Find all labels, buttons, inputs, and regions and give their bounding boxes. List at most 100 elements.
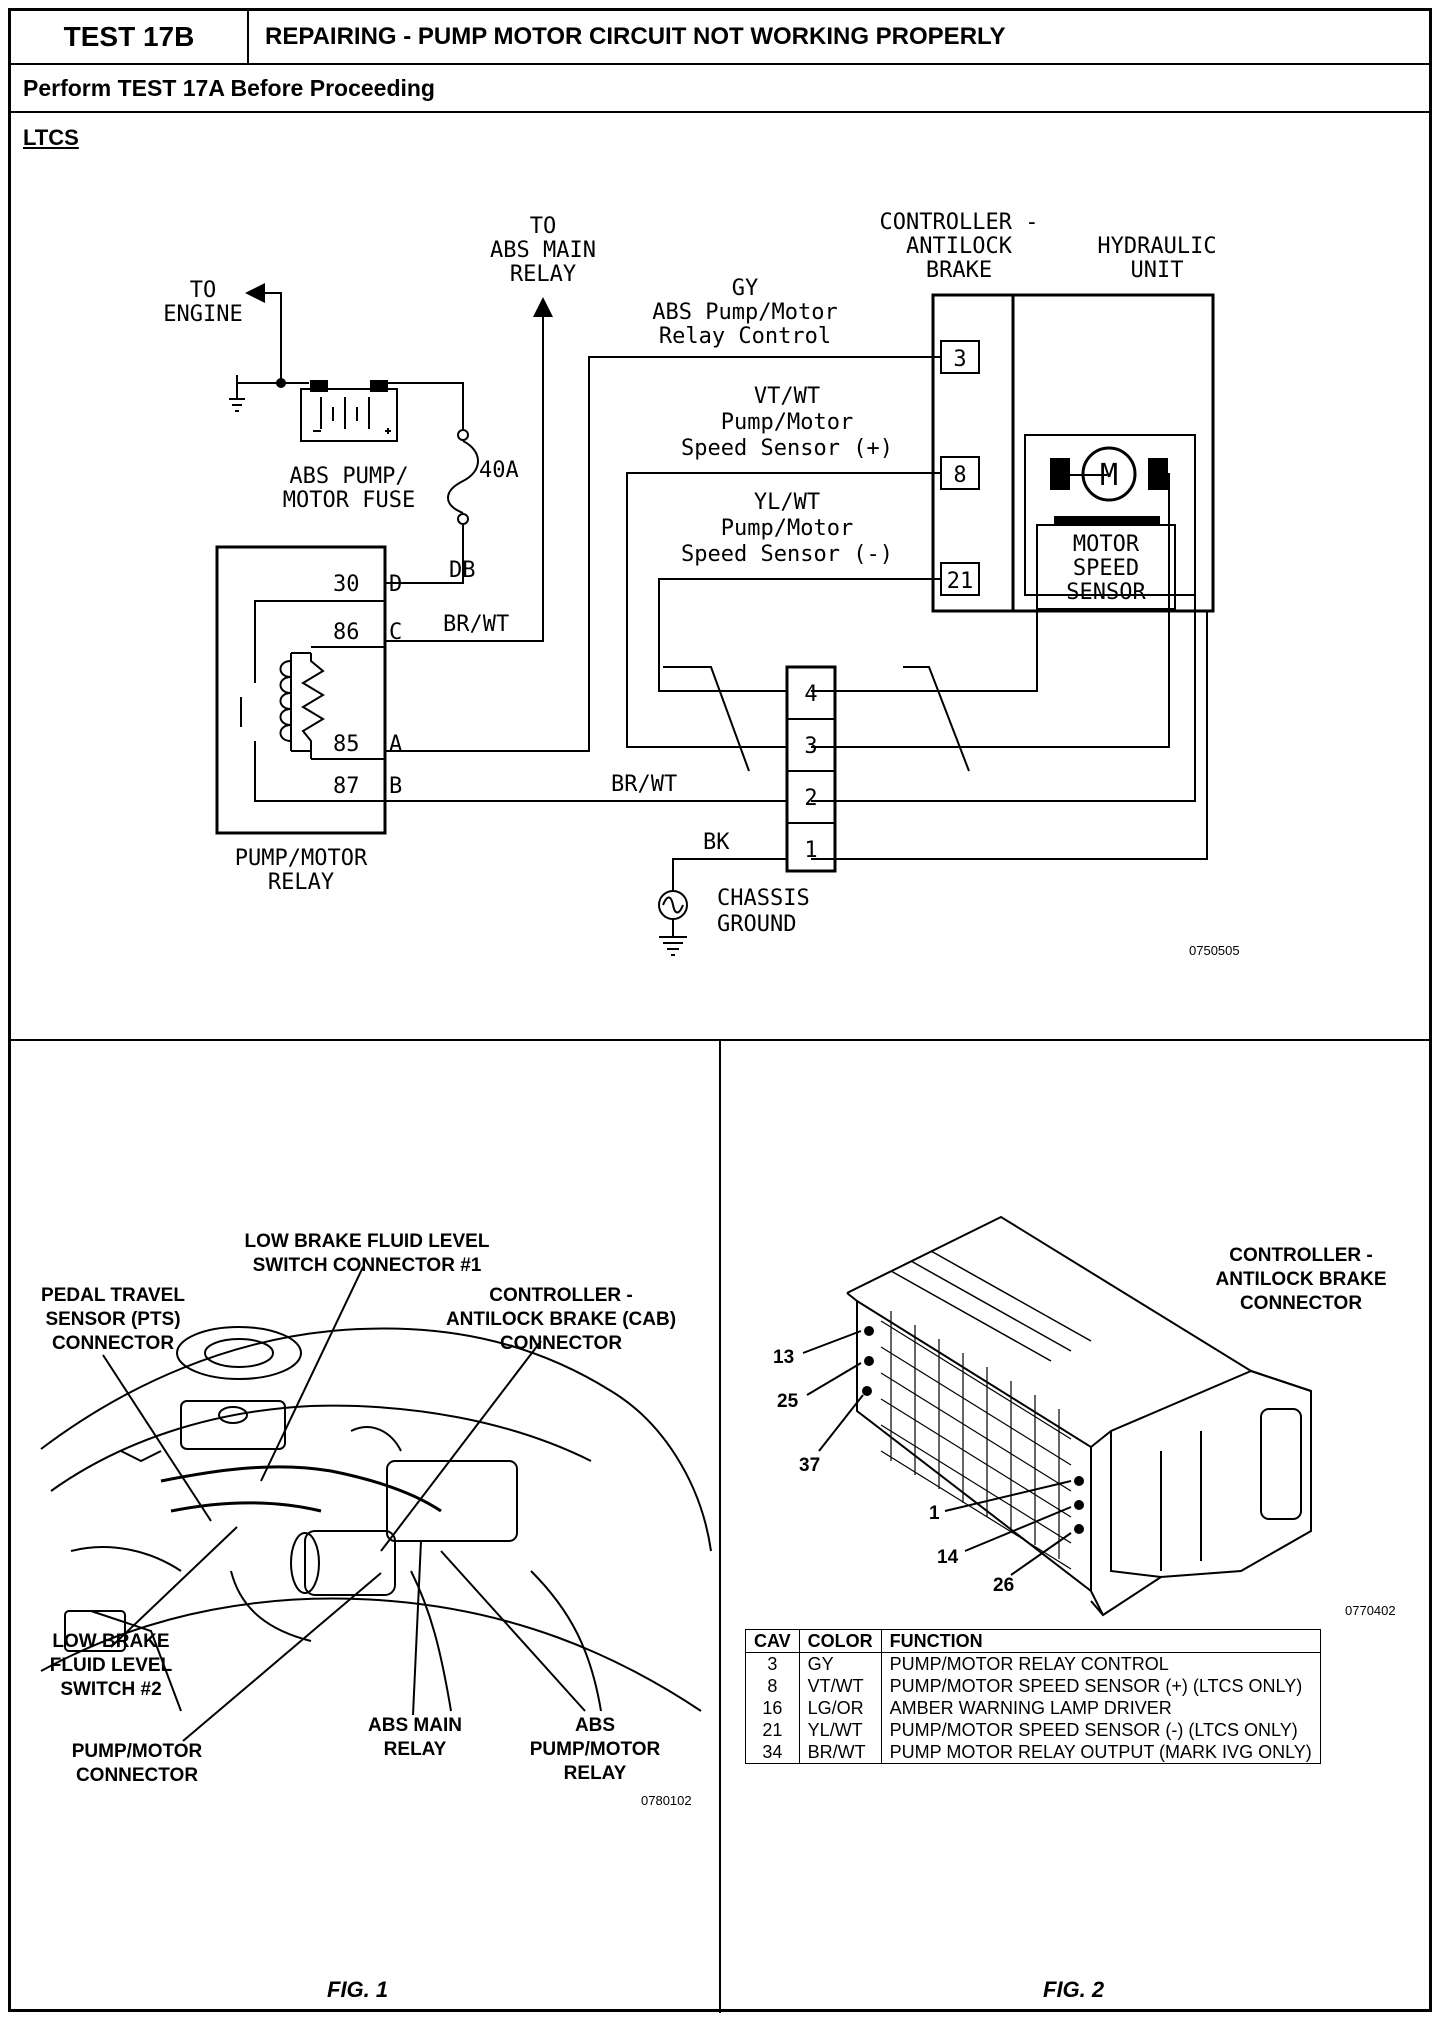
controller-label-line3: BRAKE <box>926 258 992 283</box>
wire-gy-line2: ABS Pump/Motor <box>652 300 837 325</box>
to-abs-main-line2: ABS MAIN <box>490 238 596 263</box>
wire-sensor-pin4 <box>811 609 1038 692</box>
fuse-label-line2: MOTOR FUSE <box>283 488 415 513</box>
pin-label-26: 26 <box>993 1575 1014 1596</box>
cav-header: CAV <box>745 1629 800 1653</box>
diagram-canvas: TO ENGINE <box>40 210 1396 1808</box>
svg-text:2: 2 <box>804 786 817 811</box>
controller-label-line2: ANTILOCK <box>906 234 1013 259</box>
wire-gy <box>385 356 941 752</box>
wire-motor-pin3 <box>811 473 1170 748</box>
relay-internal-wiring <box>240 600 385 802</box>
to-engine-label: TO ENGINE <box>163 278 242 327</box>
mss-line1: MOTOR <box>1073 532 1140 557</box>
to-abs-main-line1: TO <box>530 214 557 239</box>
cab-pin-8: 8 <box>940 456 980 490</box>
relay-coil-icon <box>279 652 325 759</box>
label-abs-main-line2: RELAY <box>384 1739 447 1760</box>
pin-label-13: 13 <box>773 1347 794 1368</box>
pin-label-1: 1 <box>929 1503 940 1524</box>
to-abs-main-line3: RELAY <box>510 262 576 287</box>
fig2-connector-illustration: CONTROLLER - ANTILOCK BRAKE CONNECTOR 13… <box>773 1215 1396 1618</box>
wire-gy-line1: GY <box>732 276 759 301</box>
fig2-code: 0770402 <box>1345 1603 1396 1618</box>
color-cell: VT/WT <box>798 1675 882 1697</box>
speed-sensor-bar <box>1054 516 1160 526</box>
fuse-label-line1: ABS PUMP/ <box>289 464 408 489</box>
color-header: COLOR <box>798 1629 882 1653</box>
label-low-brake-1-line2: SWITCH CONNECTOR #1 <box>253 1255 482 1276</box>
schematic-figure-code: 0750505 <box>1189 943 1240 958</box>
fig2-title-line1: CONTROLLER - <box>1229 1245 1373 1266</box>
test-id: TEST 17B <box>11 11 249 63</box>
fig1-engine-bay-illustration: LOW BRAKE FLUID LEVEL SWITCH CONNECTOR #… <box>40 1231 712 1808</box>
fig1-leader-lines <box>102 1266 586 1742</box>
relay-term-87: 87 <box>333 774 360 799</box>
subheader-bar: Perform TEST 17A Before Proceeding <box>11 63 1429 113</box>
relay-term-B: B <box>389 774 402 799</box>
wire-brwt-86 <box>385 297 553 642</box>
fig2-title-line3: CONNECTOR <box>1240 1293 1362 1314</box>
color-cell: YL/WT <box>798 1719 882 1741</box>
motor-speed-sensor-box <box>1036 524 1176 610</box>
cab-hcu-box <box>931 293 1215 613</box>
battery-ground-icon <box>229 375 245 412</box>
pump-motor-icon <box>304 1530 396 1596</box>
svg-text:3: 3 <box>804 734 817 759</box>
color-cell: BR/WT <box>798 1741 882 1764</box>
function-cell: PUMP/MOTOR RELAY CONTROL <box>880 1652 1321 1675</box>
wire-bk <box>672 858 787 891</box>
label-pts-line3: CONNECTOR <box>52 1333 174 1354</box>
pump-motor-relay-box <box>215 545 387 835</box>
pin-label-37: 37 <box>799 1455 820 1476</box>
svg-text:1: 1 <box>804 838 817 863</box>
pump-motor-connector: 4 3 2 1 <box>785 665 837 873</box>
relay-term-C: C <box>389 620 402 645</box>
fig2-title-line2: ANTILOCK BRAKE <box>1216 1269 1387 1290</box>
function-cell: PUMP/MOTOR SPEED SENSOR (+) (LTCS ONLY) <box>880 1675 1321 1697</box>
relay-term-86: 86 <box>333 620 360 645</box>
pin-label-14: 14 <box>937 1547 959 1568</box>
chassis-ground-icon <box>658 890 688 956</box>
svg-text:M: M <box>1100 458 1118 493</box>
label-low-brake-2-line2: FLUID LEVEL <box>50 1655 173 1676</box>
to-engine-line1: TO <box>190 278 217 303</box>
to-engine-wire <box>245 283 282 383</box>
wire-ylwt-line3: Speed Sensor (-) <box>681 542 893 567</box>
relay-label-line2: RELAY <box>268 870 334 895</box>
wiring-schematic: TO ENGINE <box>163 210 1239 958</box>
wire-db-label: DB <box>449 558 476 583</box>
fig2-caption: FIG. 2 <box>1043 1977 1105 2002</box>
label-low-brake-2-line3: SWITCH #2 <box>60 1679 161 1700</box>
svg-text:4: 4 <box>804 682 817 707</box>
label-low-brake-2-line1: LOW BRAKE <box>52 1631 169 1652</box>
hcu-label-line1: HYDRAULIC <box>1097 234 1216 259</box>
battery-icon <box>300 380 398 442</box>
to-engine-line2: ENGINE <box>163 302 242 327</box>
connector-cavity-grid <box>880 1311 1072 1570</box>
color-cell: GY <box>798 1652 882 1675</box>
wire-brwt-label-1: BR/WT <box>443 612 509 637</box>
fig2-leader-lines <box>802 1330 1072 1576</box>
wire-motor-pin2 <box>811 435 1196 802</box>
label-pump-conn-line2: CONNECTOR <box>76 1765 198 1786</box>
relay-term-85: 85 <box>333 732 360 757</box>
reservoir-icon <box>180 1400 286 1450</box>
mss-line3: SENSOR <box>1066 580 1146 605</box>
fuse-icon <box>447 429 479 525</box>
fender-outline <box>40 1327 712 1552</box>
relay-term-D: D <box>389 572 402 597</box>
label-abs-pump-line2: PUMP/MOTOR <box>530 1739 661 1760</box>
controller-label-line1: CONTROLLER - <box>880 210 1039 235</box>
mss-line2: SPEED <box>1073 556 1139 581</box>
cab-pin-21: 21 <box>940 562 980 596</box>
wire-ylwt-line1: YL/WT <box>754 490 820 515</box>
wire-vtwt <box>626 472 941 748</box>
function-cell: AMBER WARNING LAMP DRIVER <box>880 1697 1321 1719</box>
